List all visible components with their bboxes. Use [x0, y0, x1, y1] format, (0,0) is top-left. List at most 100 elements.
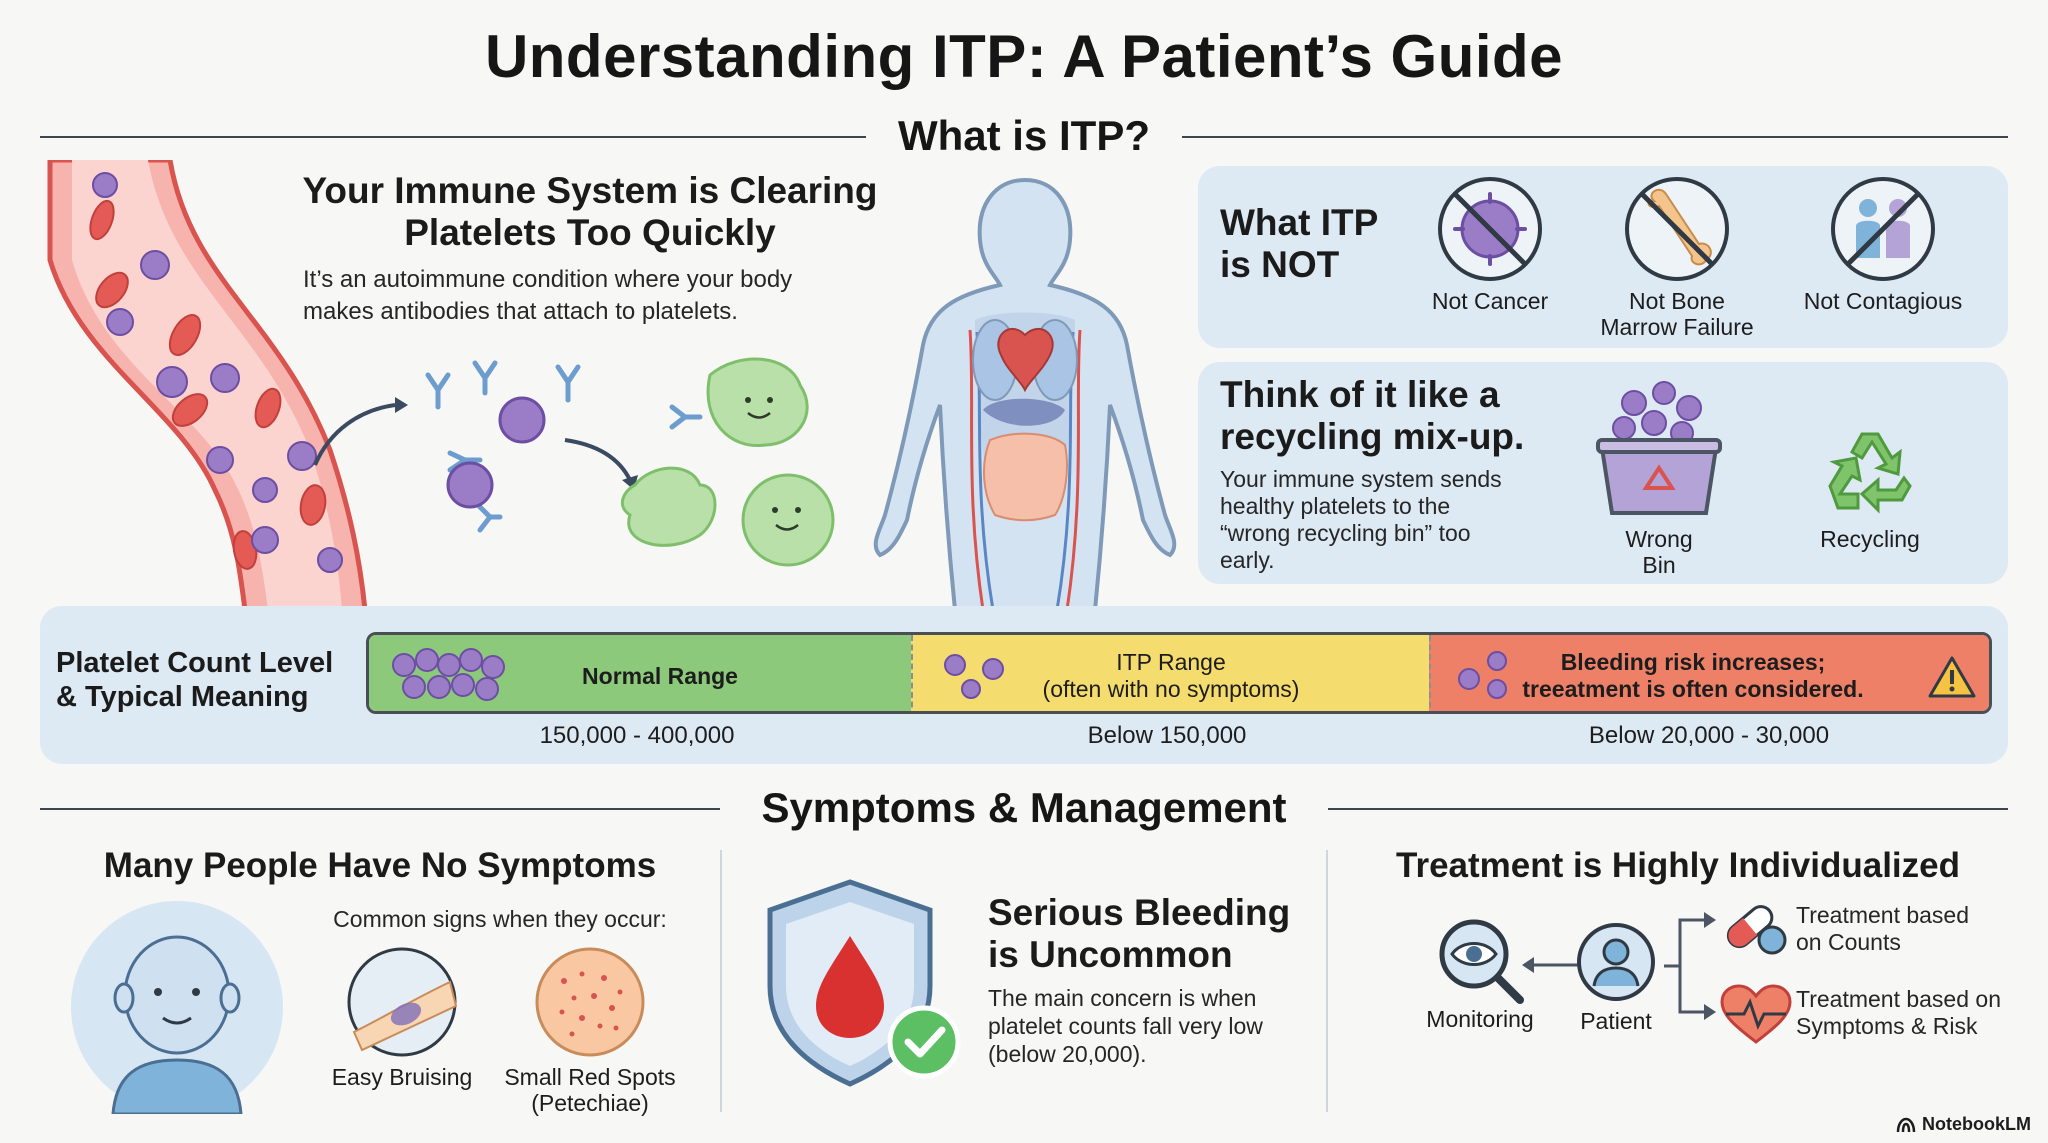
platelet-label-line2: & Typical Meaning — [56, 681, 309, 713]
many-platelets-icon — [392, 648, 505, 701]
not-bone-marrow-label: Not Bone Marrow Failure — [1587, 288, 1767, 340]
immune-desc-line2: makes antibodies that attach to platelet… — [303, 298, 738, 325]
blood-vessel-illustration — [47, 160, 368, 610]
recycling-panel — [1198, 362, 2008, 584]
recycling-desc-line: healthy platelets to the — [1220, 493, 1451, 519]
petechiae-icon — [535, 947, 645, 1057]
section-rule-right — [1328, 808, 2008, 810]
counts-line2: on Counts — [1796, 929, 1901, 955]
normal-range-value: 150,000 - 400,000 — [539, 722, 735, 749]
recycling-description: Your immune system sends healthy platele… — [1220, 466, 1550, 574]
brand-mark: NotebookLM — [1896, 1114, 2031, 1135]
section-title-symptoms: Symptoms & Management — [761, 784, 1287, 831]
person-avatar-illustration — [71, 901, 283, 1114]
bleeding-range-value: Below 20,000 - 30,000 — [1588, 722, 1830, 749]
bleeding-description: The main concern is when platelet counts… — [988, 984, 1318, 1068]
bleeding-desc-line: (below 20,000). — [988, 1041, 1147, 1067]
bleeding-risk-segment: Bleeding risk increases; treeatment is o… — [1429, 635, 1989, 711]
very-few-platelets-icon — [1458, 651, 1507, 699]
normal-range-label: Normal Range — [582, 662, 738, 689]
arrow-left-icon — [1522, 957, 1578, 973]
normal-range-segment: Normal Range — [369, 635, 911, 711]
what-itp-is-not-heading: What ITP is NOT — [1220, 202, 1378, 286]
no-bone-icon — [1625, 177, 1729, 281]
wrong-bin-icon — [1596, 381, 1722, 515]
immune-heading-line2: Platelets Too Quickly — [404, 212, 776, 253]
heartbeat-icon — [1720, 984, 1792, 1044]
shield-blood-drop-icon — [767, 879, 961, 1087]
branch-arrows-icon — [1664, 912, 1716, 1020]
itp-range-label-line1: ITP Range — [1116, 649, 1226, 675]
common-signs-label: Common signs when they occur: — [333, 906, 667, 932]
bleeding-heading-line2: is Uncommon — [988, 934, 1233, 975]
few-platelets-icon — [944, 654, 1004, 699]
wrong-bin-line1: Wrong — [1625, 526, 1693, 552]
not-bone-line1: Not Bone — [1629, 288, 1725, 314]
platelet-range-bar: Normal Range ITP Range (often with no sy… — [366, 632, 1992, 714]
section-rule-left — [40, 136, 866, 138]
itp-range-segment: ITP Range (often with no symptoms) — [911, 635, 1429, 711]
warning-icon — [1928, 656, 1976, 698]
recycling-desc-line: “wrong recycling bin” too — [1220, 520, 1471, 546]
treatment-counts-label: Treatment based on Counts — [1796, 902, 2026, 956]
recycling-icon — [1828, 432, 1912, 514]
wrong-bin-line2: Bin — [1642, 552, 1676, 578]
counts-line1: Treatment based — [1796, 902, 1970, 928]
not-contagious-text: Not Contagious — [1803, 288, 1963, 314]
bleeding-desc-line: platelet counts fall very low — [988, 1013, 1263, 1039]
patient-icon — [1577, 923, 1655, 1001]
itp-range-label-line2: (often with no symptoms) — [1042, 676, 1300, 702]
no-contagious-icon — [1831, 177, 1935, 281]
section-title-what-is: What is ITP? — [898, 112, 1150, 159]
antibody-illustration — [313, 357, 835, 567]
bleeding-heading-line1: Serious Bleeding — [988, 892, 1291, 933]
petechiae-line2: (Petechiae) — [531, 1090, 649, 1116]
not-heading-line1: What ITP — [1220, 202, 1379, 243]
immune-heading-line1: Your Immune System is Clearing — [302, 170, 878, 211]
not-cancer-label: Not Cancer — [1400, 288, 1580, 314]
recycling-label: Recycling — [1820, 526, 1920, 552]
symptoms-line1: Treatment based on — [1796, 986, 2001, 1012]
petechiae-label: Small Red Spots (Petechiae) — [490, 1064, 690, 1116]
bleeding-desc-line: The main concern is when — [988, 985, 1257, 1011]
patient-label: Patient — [1580, 1008, 1652, 1034]
not-bone-line2: Marrow Failure — [1600, 314, 1754, 340]
symptoms-line2: Symptoms & Risk — [1796, 1013, 1978, 1039]
page-title: Understanding ITP: A Patient’s Guide — [484, 23, 1564, 90]
not-cancer-text: Not Cancer — [1431, 288, 1549, 314]
no-cancer-cell-icon — [1438, 177, 1542, 281]
platelet-label-line1: Platelet Count Level — [56, 647, 334, 679]
not-contagious-label: Not Contagious — [1783, 288, 1983, 314]
easy-bruising-label: Easy Bruising — [331, 1064, 473, 1090]
bleeding-risk-line2: treeatment is often considered. — [1522, 676, 1864, 702]
monitoring-label: Monitoring — [1426, 1006, 1534, 1032]
recycling-heading-line2: recycling mix-up. — [1220, 416, 1525, 457]
brand-name: NotebookLM — [1922, 1114, 2031, 1134]
column-divider — [720, 850, 722, 1112]
treatment-symptoms-label: Treatment based on Symptoms & Risk — [1796, 986, 2036, 1040]
bruise-icon — [347, 947, 458, 1057]
notebooklm-logo-icon — [1896, 1117, 1916, 1132]
immune-description: It’s an autoimmune condition where your … — [303, 264, 903, 328]
itp-range-value: Below 150,000 — [1087, 722, 1247, 749]
recycling-desc-line: early. — [1220, 547, 1275, 573]
bleeding-heading: Serious Bleeding is Uncommon — [988, 892, 1290, 976]
column-divider — [1326, 850, 1328, 1112]
immune-desc-line1: It’s an autoimmune condition where your … — [303, 266, 793, 293]
bleeding-risk-line1: Bleeding risk increases; — [1560, 649, 1826, 675]
treatment-heading: Treatment is Highly Individualized — [1396, 846, 1960, 885]
petechiae-line1: Small Red Spots — [504, 1064, 676, 1090]
magnifier-eye-icon — [1439, 919, 1524, 1004]
pills-icon — [1726, 905, 1787, 955]
platelet-count-heading: Platelet Count Level & Typical Meaning — [56, 646, 333, 714]
wrong-bin-label: Wrong Bin — [1584, 526, 1734, 578]
recycling-desc-line: Your immune system sends — [1220, 466, 1502, 492]
recycling-heading: Think of it like a recycling mix-up. — [1220, 374, 1524, 458]
section-rule-left — [40, 808, 720, 810]
section-rule-right — [1182, 136, 2008, 138]
not-heading-line2: is NOT — [1220, 244, 1340, 285]
no-symptoms-heading: Many People Have No Symptoms — [103, 846, 657, 885]
human-body-illustration — [873, 177, 1177, 610]
recycling-heading-line1: Think of it like a — [1220, 374, 1500, 415]
immune-heading: Your Immune System is Clearing Platelets… — [290, 170, 890, 254]
